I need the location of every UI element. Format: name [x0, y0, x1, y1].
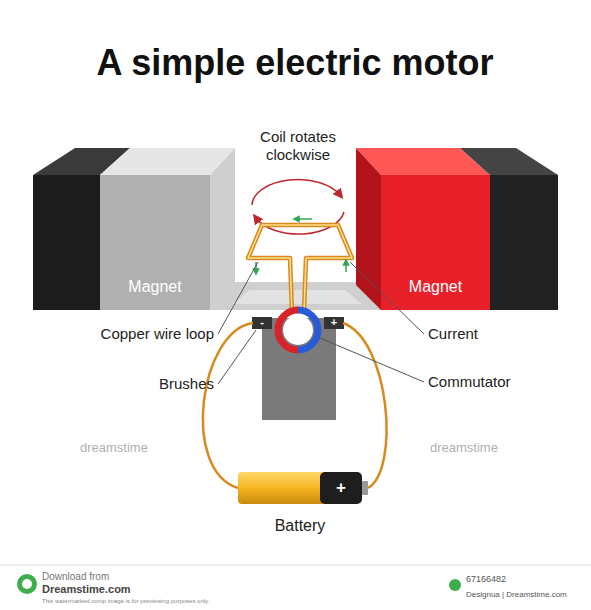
current-arrow	[345, 262, 347, 272]
watermark: dreamstime	[80, 440, 148, 456]
wire	[343, 323, 387, 488]
polarity-sign: +	[336, 478, 346, 498]
magnet-label: Magnet	[128, 278, 181, 296]
watermark-logo	[449, 579, 461, 591]
wire	[203, 323, 253, 488]
watermark: dreamstime	[430, 440, 498, 456]
part-label: Battery	[275, 516, 326, 535]
base-plate-top	[232, 290, 362, 304]
watermark: Designua | Dreamstime.com	[466, 590, 567, 600]
polarity-sign: -	[260, 316, 264, 329]
left-magnet	[33, 148, 235, 310]
leader-line	[218, 262, 424, 384]
brush	[252, 317, 272, 329]
right-magnet	[356, 148, 558, 310]
commutator-core	[283, 315, 313, 345]
battery	[238, 472, 368, 504]
rotation-label: Coil rotates clockwise	[238, 128, 358, 164]
watermark: 67166482	[466, 574, 506, 585]
current-arrow	[296, 218, 312, 220]
footer-rule	[0, 565, 591, 566]
part-label: Current	[428, 325, 478, 343]
part-label: Brushes	[159, 375, 214, 393]
part-label: Commutator	[428, 373, 511, 391]
watermark: This watermarked comp image is for previ…	[42, 598, 209, 605]
title: A simple electric motor	[97, 42, 494, 84]
copper-coil	[248, 225, 352, 312]
watermark: Download from	[42, 571, 109, 583]
watermark-logo	[22, 579, 32, 589]
brush	[324, 317, 344, 329]
base-plate	[210, 282, 381, 310]
part-label: Copper wire loop	[101, 325, 214, 343]
rotation-arrow	[252, 180, 340, 205]
polarity-sign: +	[331, 316, 337, 329]
magnet-label: Magnet	[409, 278, 462, 296]
magnet: Magnet	[381, 270, 490, 304]
magnet: Magnet	[100, 270, 210, 304]
watermark: Dreamstime.com	[42, 583, 131, 596]
watermark-logo	[17, 574, 37, 594]
